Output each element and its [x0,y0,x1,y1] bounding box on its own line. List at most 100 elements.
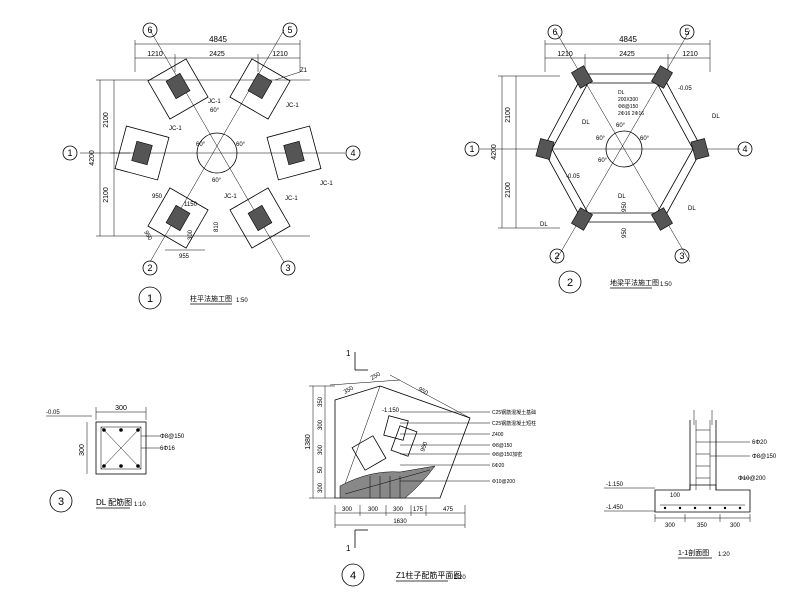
axis-label: 3 [679,251,684,261]
dim-text: 2425 [209,51,225,58]
footing-3 [229,187,291,249]
column-4 [690,138,710,160]
angle-label: 60° [596,136,606,142]
column-2 [571,207,593,231]
drawing-title: 柱平法施工图 [190,294,232,303]
drawing-scale: 1:20 [718,552,730,558]
axis-bubble-3 [674,248,690,264]
axis-bubble-2 [549,248,565,264]
title-number: 1 [147,293,153,305]
label-dl: DL [712,114,720,120]
dim-text: 1380 [305,434,312,450]
footing-5 [229,58,291,120]
axis-bubble-6 [142,22,158,38]
rebar-note: Φ8@150 [160,434,185,440]
axis-label: 1 [67,148,72,158]
drawing-title: 1-1剖面图 [678,548,709,557]
column-5 [651,65,673,89]
title-number: 2 [567,277,573,289]
column-1 [535,138,555,160]
dim-text: 300 [368,507,379,513]
label-dl: DL [688,206,696,212]
title-number-circle [49,489,73,513]
dim-text: 1210 [557,51,573,58]
dim-text: 955 [179,254,190,260]
section-1-1: 6Φ20 Φ8@150 Φ10@200 -1.150 -1.450 100 30… [604,410,777,559]
angle-label: 60° [210,108,220,114]
construction-note: Φ8@150加密 [492,451,522,458]
rebar-note: 6Φ16 [160,446,175,452]
axis-label: 2 [147,263,152,273]
drawing-title: DL 配筋图 [96,497,132,507]
axis-label: 2 [554,251,559,261]
angle-label: 60° [212,178,222,184]
beam-note: 200X300 [618,97,638,103]
dim-text: 1210 [272,51,288,58]
dim-text: 4845 [619,35,637,44]
dim-text: 2100 [505,182,512,198]
construction-note: C25钢筋混凝土短柱 [492,420,536,427]
dim-text: 1210 [147,51,163,58]
label-jc: JC-1 [286,103,299,109]
axis-bubble-6 [547,24,563,40]
rebar-note: Φ10@200 [738,476,766,482]
rebar-note: 6Φ20 [752,440,767,446]
column-6 [571,65,593,89]
footing-2 [147,187,209,249]
dim-text: 350 [318,396,324,407]
construction-note: Φ10@200 [492,479,515,485]
angle-label: 60° [616,123,626,129]
label-jc: JC-1 [285,196,298,202]
level-mark: -0.05 [678,86,692,92]
axis-bubble-2 [142,260,158,276]
plan-2-ground-beam: 4845 1210 2425 1210 2100 4200 2100 60° 6… [464,24,753,294]
axis-label: 1 [469,144,474,154]
dim-text: 300 [79,444,86,456]
label-dl: DL [618,194,626,200]
dim-text: 950 [142,230,153,242]
dim-text: 4200 [491,144,498,160]
footing-1 [114,125,170,181]
dim-text: 100 [670,493,681,499]
drawing-scale: 1:10 [134,502,146,508]
angle-label: 60° [196,142,206,148]
label-z1: Z1 [300,68,308,74]
dim-text: 350 [343,385,355,396]
title-number-circle [558,270,582,294]
angle-label: 60° [598,158,608,164]
label-jc: JC-1 [320,181,333,187]
axis-label: 4 [350,148,355,158]
level-mark: -1.150 [382,408,400,414]
label-jc: JC-1 [224,194,237,200]
label-jc: JC-1 [169,126,182,132]
dim-text: 350 [697,523,708,529]
title-number: 3 [58,496,64,508]
axis-bubble-5 [679,24,695,40]
dim-text: 2425 [619,51,635,58]
title-number-circle [341,563,365,587]
dim-text: 950 [152,194,163,200]
label-jc: JC-1 [208,99,221,105]
dim-text: 175 [413,507,424,513]
dim-text: 1210 [682,51,698,58]
dim-text: 810 [214,221,220,232]
axis-label: 5 [287,25,292,35]
level-mark: -1.450 [606,505,624,511]
beam-note: 2Φ16 2Φ16 [618,111,644,117]
dim-text: 950 [420,441,429,453]
section-mark: 1 [346,544,351,553]
dim-text: 300 [342,507,353,513]
level-mark: -0.05 [46,410,60,416]
dim-text: 1150 [184,202,198,208]
level-mark: -0.05 [566,174,580,180]
drawing-title: 地梁平法施工图 [610,278,659,287]
construction-note: Φ8@150 [492,443,512,449]
axis-bubble-4 [737,141,753,157]
dim-text: 950 [622,201,628,212]
drawing-scale: 1:50 [236,298,248,304]
construction-note: 6Φ20 [492,463,505,469]
drawing-scale: 1:20 [454,575,466,581]
axis-label: 6 [552,27,557,37]
beam-note: Φ8@150 [618,104,638,110]
rebar-note: Φ8@150 [752,454,777,460]
